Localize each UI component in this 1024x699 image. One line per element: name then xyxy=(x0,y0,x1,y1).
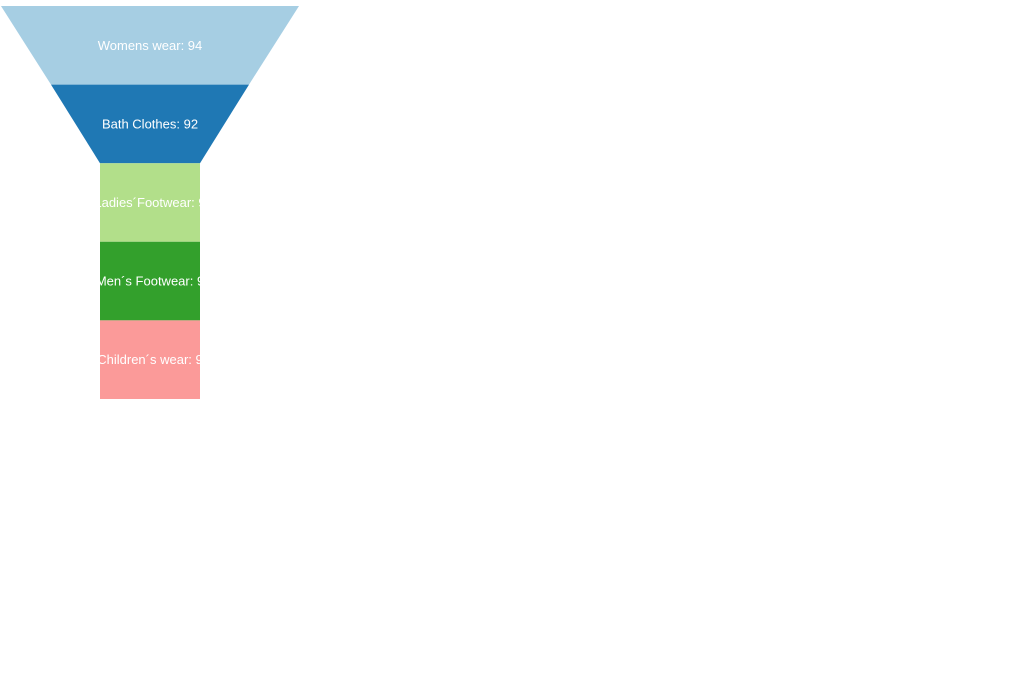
funnel-segment-label-4: Men´s Footwear: 9 xyxy=(96,274,204,289)
funnel-segment-1 xyxy=(1,6,299,85)
funnel-segment-label-1: Womens wear: 94 xyxy=(98,38,203,53)
funnel-segments xyxy=(1,6,299,399)
funnel-labels: Womens wear: 94 Bath Clothes: 92 Ladies´Fo… xyxy=(94,38,205,367)
funnel-segment-label-3: Ladies´Footwear: 9 xyxy=(94,195,205,210)
funnel-segment-label-2: Bath Clothes: 92 xyxy=(102,116,198,131)
funnel-segment-3 xyxy=(100,163,200,242)
funnel-segment-2 xyxy=(51,84,249,164)
funnel-segment-4 xyxy=(100,241,200,321)
funnel-segment-5 xyxy=(100,320,200,399)
funnel-segment-label-5: Children´s wear: 9 xyxy=(97,352,203,367)
